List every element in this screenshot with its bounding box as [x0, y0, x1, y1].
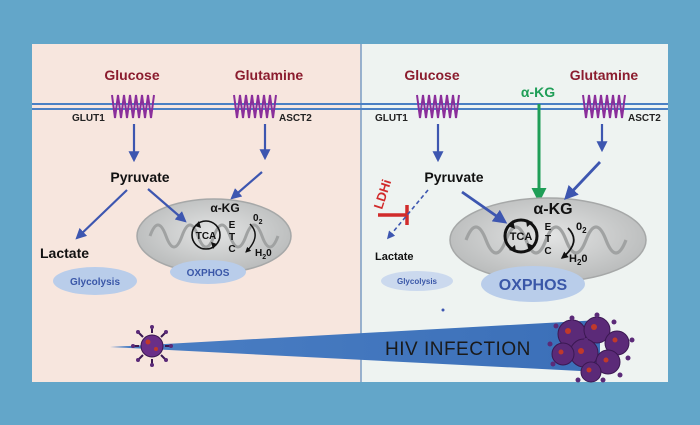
- left-etc-t: T: [229, 232, 235, 243]
- left-glycolysis-label: Glycolysis: [70, 277, 120, 288]
- left-etc-c: C: [228, 244, 235, 255]
- right-glut1-label: GLUT1: [375, 113, 408, 124]
- hiv-infection-wedge: [110, 320, 600, 372]
- left-oxphos-label: OXPHOS: [187, 268, 230, 279]
- left-glucose-label: Glucose: [104, 67, 159, 83]
- right-etc-e: E: [545, 222, 552, 233]
- hiv-infection-label: HIV INFECTION: [385, 339, 531, 360]
- left-oxphos-oval: [170, 260, 246, 284]
- left-etc-e: E: [229, 220, 236, 231]
- left-lactate-label: Lactate: [40, 245, 89, 261]
- right-asct2-label: ASCT2: [628, 113, 661, 124]
- right-etc-c: C: [544, 246, 551, 257]
- left-asct2-label: ASCT2: [279, 113, 312, 124]
- left-glutamine-to-akg-arrow: [230, 171, 263, 200]
- right-glutamine-label: Glutamine: [570, 67, 639, 83]
- right-o2-label: 02: [576, 221, 587, 235]
- left-akg-label: α-KG: [210, 201, 239, 215]
- right-pyruvate-to-lactate-dashed-arrow: [386, 189, 429, 240]
- left-tca-cycle-icon: [191, 220, 221, 250]
- right-small-dot: [441, 308, 445, 312]
- right-ldhi-inhibitor-icon: [378, 205, 409, 225]
- right-akg-top-label: α-KG: [521, 84, 555, 100]
- right-h2o-label: H20: [569, 253, 588, 267]
- right-glycolysis-label: Glycolysis: [397, 277, 438, 286]
- right-etc-t: T: [545, 234, 551, 245]
- right-oxphos-label: OXPHOS: [499, 277, 568, 294]
- left-glycolysis-oval: [53, 267, 137, 295]
- right-glycolysis-oval: [381, 271, 453, 291]
- right-o2-to-h2o-arrow: [560, 227, 575, 259]
- left-glut1-label: GLUT1: [72, 113, 105, 124]
- right-glucose-label: Glucose: [404, 67, 459, 83]
- right-asct2-transporter-icon: [582, 94, 626, 119]
- left-pyruvate-to-tca-arrow: [147, 188, 187, 223]
- right-lactate-label: Lactate: [375, 251, 414, 263]
- right-oxphos-oval: [481, 266, 585, 302]
- left-glut1-transporter-icon: [111, 94, 155, 119]
- right-glutamine-to-akg-arrow: [564, 161, 602, 201]
- virus-cluster-icon: [547, 312, 635, 383]
- left-asct2-transporter-icon: [233, 94, 277, 119]
- left-tca-label: TCA: [196, 231, 217, 242]
- right-tca-cycle-icon: [503, 218, 539, 254]
- right-tca-label: TCA: [510, 231, 533, 243]
- left-o2-label: 02: [253, 213, 263, 226]
- left-pyruvate-to-lactate-arrow: [75, 189, 128, 240]
- left-h2o-label: H20: [255, 248, 272, 261]
- right-pyruvate-label: Pyruvate: [424, 169, 483, 185]
- left-pyruvate-label: Pyruvate: [110, 169, 169, 185]
- small-virus-icon: [131, 325, 173, 367]
- right-pyruvate-to-tca-arrow: [461, 190, 508, 224]
- left-o2-to-h2o-arrow: [245, 223, 256, 253]
- left-glutamine-label: Glutamine: [235, 67, 304, 83]
- right-glut1-transporter-icon: [416, 94, 460, 119]
- right-akg-label: α-KG: [533, 201, 572, 218]
